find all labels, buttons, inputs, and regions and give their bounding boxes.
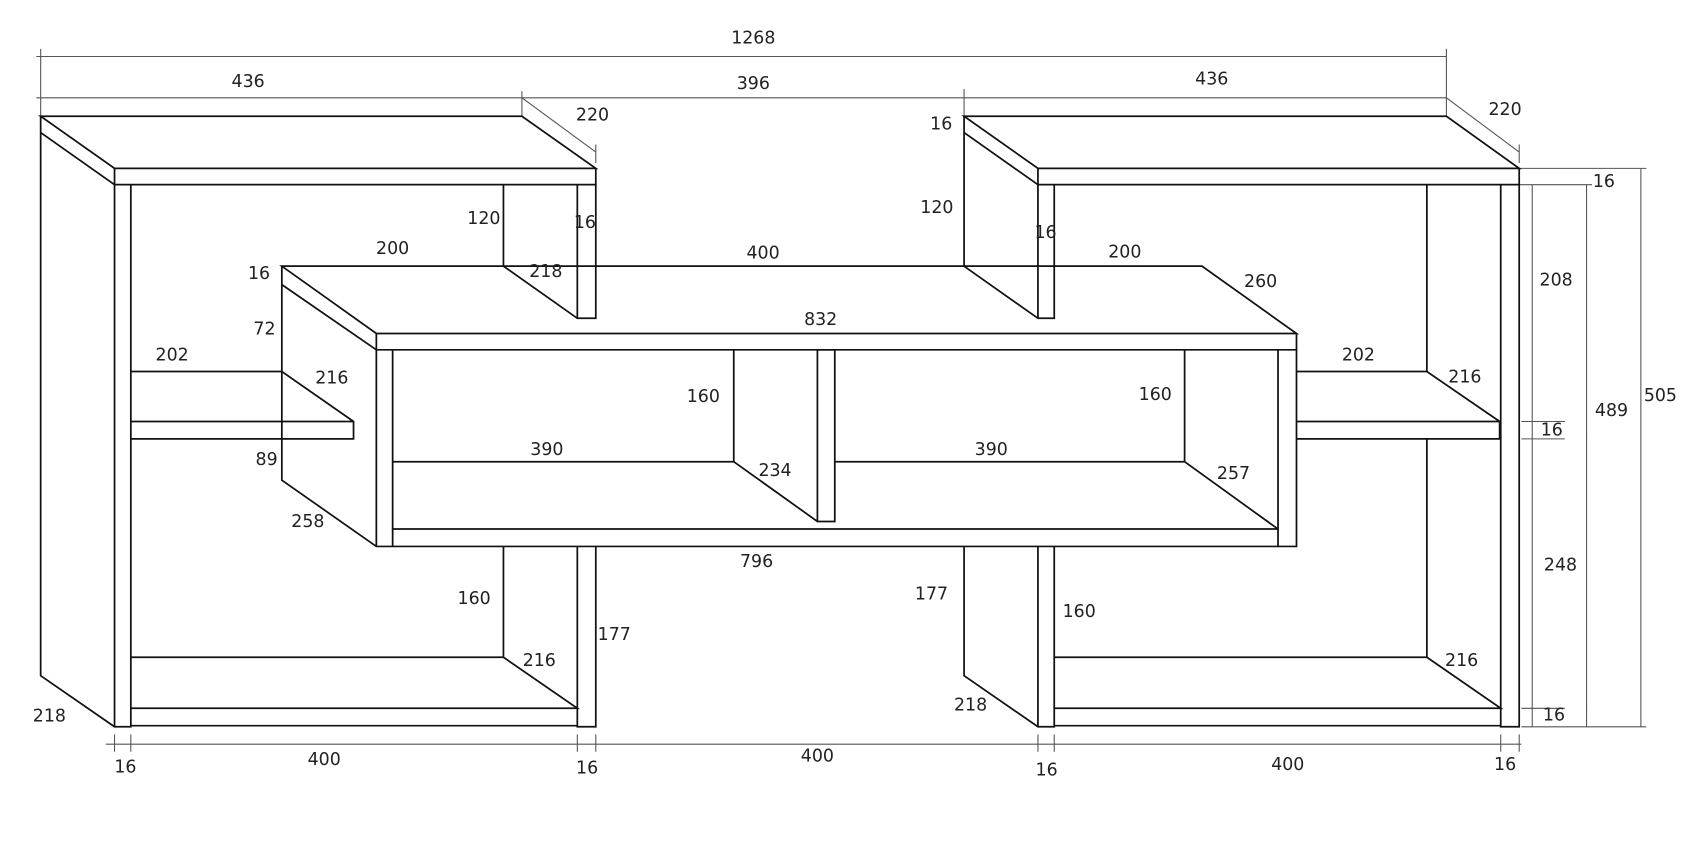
dimension-label: 72	[253, 320, 275, 340]
dimension-label: 258	[291, 512, 324, 532]
dimension-label: 234	[758, 461, 791, 481]
right-top-unit	[961, 115, 1522, 728]
dimension-label: 177	[915, 585, 948, 605]
dimension-label: 436	[1195, 70, 1228, 90]
dimension-label: 505	[1644, 386, 1677, 406]
dimension-label: 120	[920, 198, 953, 218]
dimension-label: 16	[574, 213, 596, 233]
dimension-label: 218	[33, 706, 66, 726]
dimension-label: 16	[1034, 223, 1056, 243]
dimension-label: 160	[687, 387, 720, 407]
dimension-label: 400	[1271, 755, 1304, 775]
dimension-label: 160	[458, 589, 491, 609]
side-shelves	[130, 370, 1501, 440]
dimension-label: 796	[740, 552, 773, 572]
dimension-label: 16	[1593, 172, 1615, 192]
dimension-label: 400	[308, 750, 341, 770]
dimension-label: 1268	[731, 28, 775, 48]
dimension-label: 16	[576, 758, 598, 778]
dimension-label: 390	[975, 440, 1008, 460]
dimension-label: 160	[1139, 385, 1172, 405]
dimension-label: 489	[1595, 401, 1628, 421]
dimension-label: 202	[156, 346, 189, 366]
dimension-label: 260	[1244, 272, 1277, 292]
dimension-label: 16	[1036, 761, 1058, 781]
left-top-unit	[37, 115, 599, 728]
dimension-label: 16	[114, 757, 136, 777]
dimension-label: 160	[1063, 602, 1096, 622]
dimension-label: 400	[747, 244, 780, 264]
dimension-label: 248	[1544, 555, 1577, 575]
dimension-label: 390	[530, 440, 563, 460]
dimension-label: 202	[1342, 346, 1375, 366]
dimension-label: 218	[954, 695, 987, 715]
dimension-label: 200	[376, 239, 409, 259]
dimension-label: 16	[930, 114, 952, 134]
dimension-label: 396	[737, 74, 770, 94]
dimension-label: 216	[523, 651, 556, 671]
dimension-label: 177	[598, 625, 631, 645]
dimension-label: 216	[315, 368, 348, 388]
dimension-label: 216	[1445, 651, 1478, 671]
dimension-label: 220	[576, 106, 609, 126]
dimension-label: 16	[1494, 755, 1516, 775]
dimension-label: 220	[1488, 100, 1521, 120]
dimension-label: 208	[1540, 271, 1573, 291]
dimension-label: 16	[1541, 421, 1563, 441]
dimension-label: 832	[804, 310, 837, 330]
dimension-label: 16	[248, 264, 270, 284]
dimension-label: 16	[1543, 705, 1565, 725]
lower-compartments	[130, 438, 1504, 728]
dimension-label: 218	[529, 262, 562, 282]
dimension-label: 216	[1448, 367, 1481, 387]
dimension-label: 120	[467, 209, 500, 229]
dimension-label: 436	[232, 72, 265, 92]
center-unit	[279, 265, 1300, 548]
dimension-lines	[36, 48, 1647, 752]
dimension-label: 257	[1217, 464, 1250, 484]
dimension-label: 200	[1108, 242, 1141, 262]
dimension-label: 400	[801, 747, 834, 767]
dimension-labels: 1268 436 396 436 220 220 16 16 120 16 120 16 200 218 4…	[33, 28, 1677, 780]
dimension-label: 89	[256, 450, 278, 470]
